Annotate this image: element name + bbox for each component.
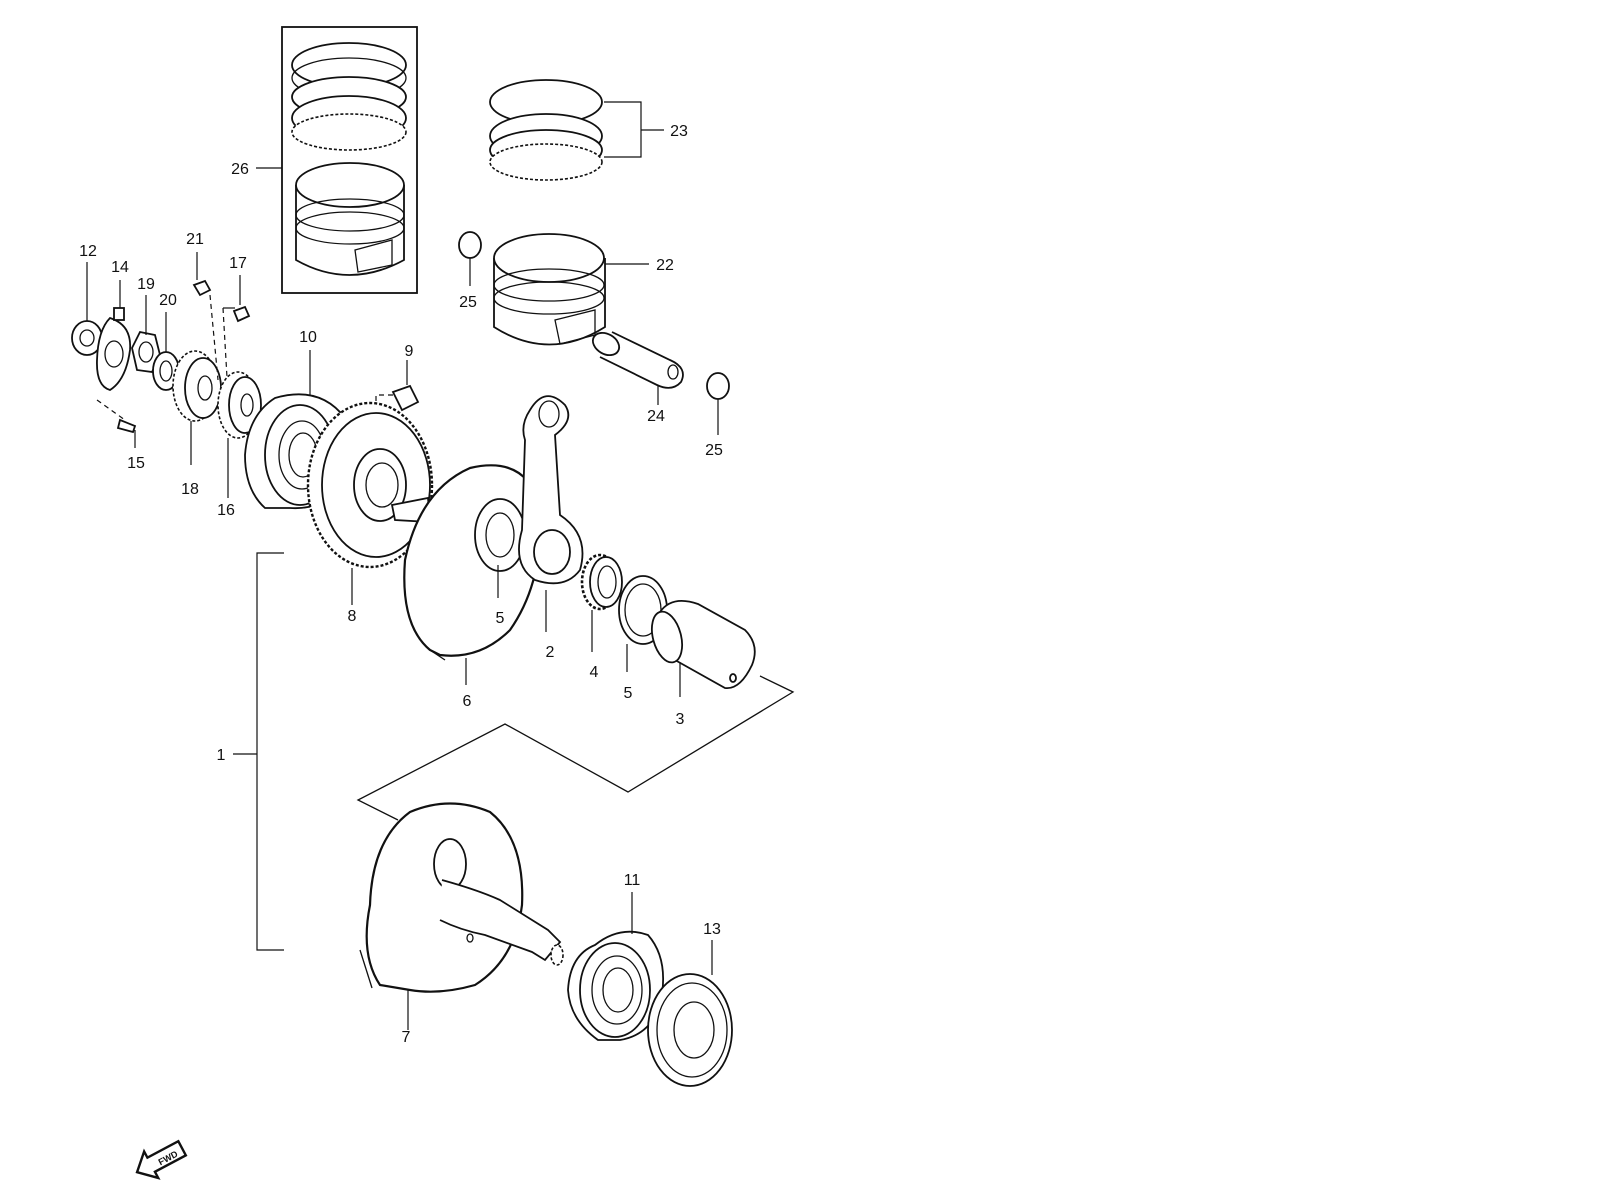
lock-washer [96, 280, 132, 391]
callout-10: 10 [299, 329, 317, 346]
callout-16: 16 [217, 502, 235, 519]
callout-15: 15 [127, 455, 145, 472]
callout-13: 13 [703, 921, 721, 938]
callout-20: 20 [159, 292, 177, 309]
callout-14: 14 [111, 259, 129, 276]
callout-22: 22 [656, 257, 674, 274]
callout-5-right: 5 [624, 685, 633, 702]
crank-nut [71, 262, 103, 356]
callout-21: 21 [186, 231, 204, 248]
callout-12: 12 [79, 243, 97, 260]
assembly-bracket [233, 552, 284, 951]
callout-5-left: 5 [496, 610, 505, 627]
piston-set-box [281, 26, 418, 294]
hex-nut [131, 295, 161, 373]
assembly-alignment-lines [356, 675, 795, 821]
callout-23: 23 [670, 123, 688, 140]
forward-direction-icon: FWD [135, 1139, 188, 1180]
callout-4: 4 [590, 664, 599, 681]
cam-drive-gear [217, 371, 262, 498]
callout-24: 24 [647, 408, 665, 425]
callout-18: 18 [181, 481, 199, 498]
callout-19: 19 [137, 276, 155, 293]
crank-pin [650, 600, 756, 697]
crank-bearing-right [567, 892, 665, 1041]
piston-pin-circlip-top [458, 231, 482, 286]
piston-pin [591, 331, 684, 405]
callout-2: 2 [546, 644, 555, 661]
callout-26: 26 [231, 161, 249, 178]
piston-ring-set [489, 79, 664, 181]
callout-6: 6 [463, 693, 472, 710]
callout-labels: 1 2 3 4 5 5 6 7 8 9 10 11 12 13 14 15 16… [79, 123, 723, 1046]
callout-25-top: 25 [459, 294, 477, 311]
big-end-needle-bearing [580, 553, 623, 652]
callout-3: 3 [676, 711, 685, 728]
connecting-rod [518, 395, 584, 632]
callout-25-bottom: 25 [705, 442, 723, 459]
callout-17: 17 [229, 255, 247, 272]
key-21 [192, 252, 219, 381]
bolt [96, 399, 137, 448]
oil-seal [647, 940, 733, 1087]
callout-9: 9 [405, 343, 414, 360]
callout-1: 1 [217, 747, 226, 764]
piston-pin-circlip-bottom [706, 372, 730, 435]
crank-web-left [359, 802, 564, 1030]
callout-11: 11 [624, 872, 641, 889]
piston [493, 233, 649, 346]
callout-8: 8 [348, 608, 357, 625]
primary-drive-gear [172, 350, 222, 465]
callout-7: 7 [402, 1029, 411, 1046]
